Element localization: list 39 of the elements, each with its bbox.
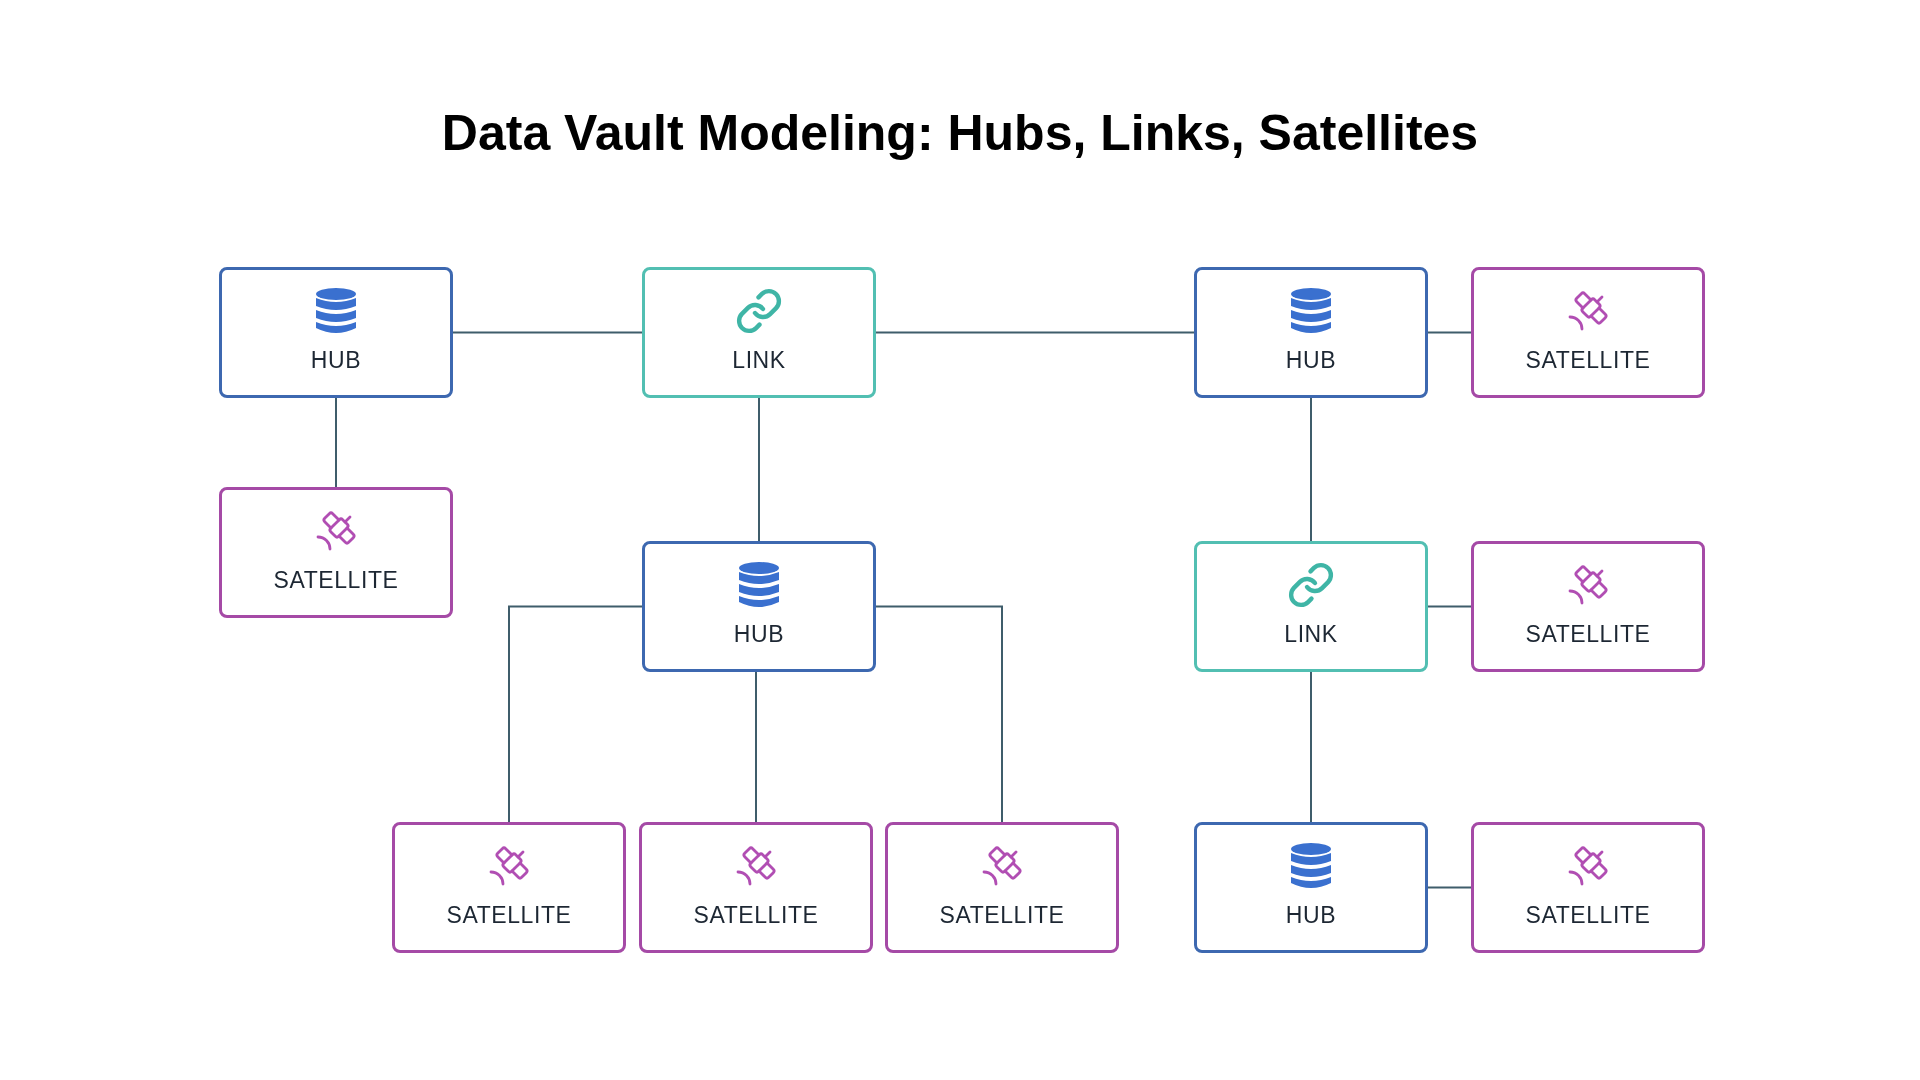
satellite-box: [1471, 822, 1705, 953]
node-label: SATELLITE: [693, 901, 819, 931]
satellite-box: [219, 487, 453, 618]
node-label: LINK: [732, 346, 786, 376]
connector-line: [452, 331, 643, 334]
connector-line: [508, 605, 643, 823]
satellite-box: [1471, 267, 1705, 398]
diagram-title: Data Vault Modeling: Hubs, Links, Satellites: [441, 104, 1479, 163]
connector-line: [758, 397, 760, 542]
connector-line: [875, 331, 1195, 334]
node-label: SATELLITE: [939, 901, 1065, 931]
connector-line: [1310, 671, 1312, 823]
satellite-box: [639, 822, 873, 953]
connector-line: [1427, 886, 1472, 889]
node-label: HUB: [1285, 901, 1337, 931]
node-label: SATELLITE: [1525, 901, 1651, 931]
hub-box: [219, 267, 453, 398]
node-label: SATELLITE: [1525, 620, 1651, 650]
connector-line: [755, 671, 757, 823]
connector-line: [875, 605, 1003, 823]
satellite-box: [1471, 541, 1705, 672]
connector-line: [1427, 605, 1472, 608]
hub-box: [642, 541, 876, 672]
hub-box: [1194, 267, 1428, 398]
link-box: [1194, 541, 1428, 672]
satellite-box: [885, 822, 1119, 953]
node-label: HUB: [733, 620, 785, 650]
node-label: SATELLITE: [446, 901, 572, 931]
node-label: LINK: [1284, 620, 1338, 650]
node-label: SATELLITE: [1525, 346, 1651, 376]
connector-line: [1427, 331, 1472, 334]
hub-box: [1194, 822, 1428, 953]
satellite-box: [392, 822, 626, 953]
node-label: HUB: [1285, 346, 1337, 376]
link-box: [642, 267, 876, 398]
node-label: HUB: [310, 346, 362, 376]
node-label: SATELLITE: [273, 566, 399, 596]
connector-line: [335, 397, 337, 488]
connector-line: [1310, 397, 1312, 542]
